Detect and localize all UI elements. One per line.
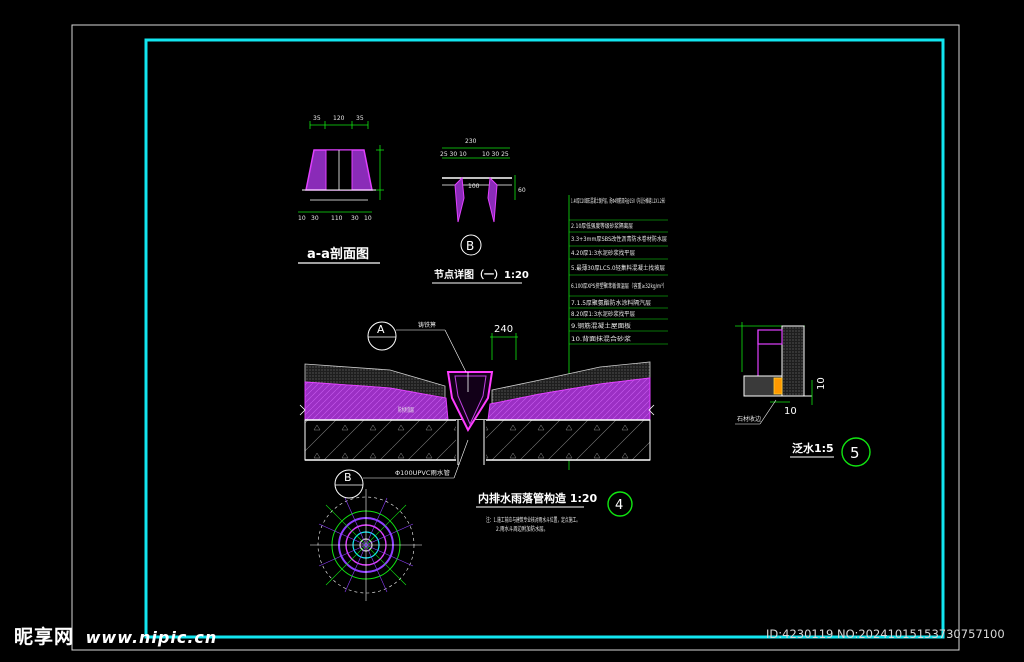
drain-section: 240 A 铸铁箅 防水附加层 B Φ100UPVC雨水管 内排水雨落管构造 1…: [299, 321, 655, 533]
layer-7: 7.1.5厚聚氨酯防水涂料隔汽层: [571, 299, 651, 307]
note-2: 2.雨水斗周边附加防水层。: [496, 525, 548, 533]
image-id: ID:4230119 NO:20241015153730757100: [766, 627, 1005, 641]
aa-dim-bottom-3: 110: [331, 215, 343, 222]
section-aa: 35 120 35 10 30 110 30 10 a-a剖面图: [298, 115, 384, 264]
layer-legend: 1.40厚C20细石混凝土保护层，配Φ4钢筋双向@150（内设分格缝1.2X1.…: [568, 195, 668, 470]
a-leader-label: 铸铁箅: [418, 321, 436, 329]
node-dim-top-right: 10 30 25: [482, 151, 509, 158]
callout-b-mid: B: [344, 471, 352, 484]
drain-dim-top: 240: [494, 324, 513, 335]
layer-5: 5.最薄30厚LC5.0轻集料混凝土找坡层: [571, 264, 665, 272]
note-1: 注：1.施工前应与建筑专业核对雨水斗位置，定点施工。: [486, 516, 580, 524]
drain-plan: [310, 489, 422, 601]
flash-dim-right: 10: [816, 377, 827, 390]
aa-dim-bottom-2: 30: [311, 215, 319, 222]
node-dim-side: 60: [518, 187, 526, 194]
node-detail: 230 25 30 10 10 30 25 100 60 B 节点详图（一）1:…: [432, 138, 529, 284]
callout-4: 4: [615, 498, 623, 513]
node-dim-mid: 100: [468, 183, 480, 190]
aa-dim-top-3: 35: [356, 115, 364, 122]
pipe-label: Φ100UPVC雨水管: [395, 469, 450, 477]
layer-10: 10.背面抹混合砂浆: [571, 335, 631, 343]
drain-detail-title: 内排水雨落管构造 1:20: [478, 491, 598, 505]
aa-dim-bottom-5: 10: [364, 215, 372, 222]
section-aa-title: a-a剖面图: [307, 246, 369, 262]
layer-8: 8.20厚1:3水泥砂浆找平层: [571, 310, 635, 318]
layer-1: 1.40厚C20细石混凝土保护层，配Φ4钢筋双向@150（内设分格缝1.2X1.…: [571, 197, 667, 205]
aa-dim-top-2: 120: [333, 115, 345, 122]
watermark-logo-text: 昵享网: [14, 626, 75, 648]
flash-dim-bottom: 10: [784, 406, 797, 417]
layer-4: 4.20厚1:3水泥砂浆找平层: [571, 249, 635, 257]
layer-2: 2.10厚低强度等级砂浆隔离层: [571, 222, 633, 230]
callout-a: A: [377, 323, 385, 336]
flashing-detail: 10 10 石材收边 泛水1:5 5: [735, 322, 871, 467]
inner-frame: [144, 38, 945, 639]
node-detail-title: 节点详图（一）1:20: [434, 268, 529, 281]
layer-3: 3.3+3mm厚SBS改性沥青防水卷材防水层: [571, 235, 667, 243]
outer-frame: [71, 24, 960, 651]
flash-label: 石材收边: [737, 415, 761, 423]
node-dim-top-left: 25 30 10: [440, 151, 467, 158]
aa-dim-bottom-4: 30: [351, 215, 359, 222]
watermark-url: www.nipic.cn: [85, 628, 218, 647]
aa-dim-bottom-1: 10: [298, 215, 306, 222]
mid-tag: 防水附加层: [398, 406, 414, 414]
aa-dim-top-1: 35: [313, 115, 321, 122]
flashing-detail-title: 泛水1:5: [792, 441, 834, 455]
callout-5: 5: [850, 444, 860, 462]
callout-b-top: B: [466, 239, 474, 253]
layer-9: 9.钢筋混凝土屋面板: [571, 322, 631, 330]
layer-6: 6.100厚XPS挤塑聚苯板保温层（容重≥32kg/m³）: [571, 282, 667, 290]
node-dim-top: 230: [465, 138, 477, 145]
watermark-logo: 昵享网 www.nipic.cn: [14, 622, 217, 649]
